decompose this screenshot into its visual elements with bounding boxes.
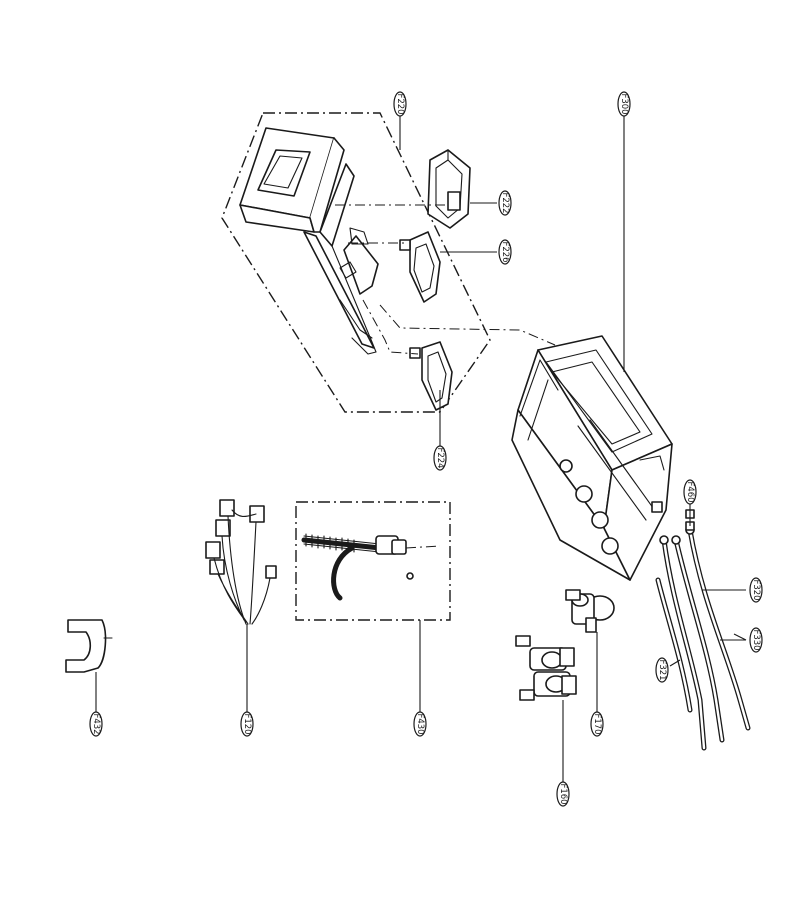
callout-f226: F226 [498,239,512,265]
callout-label-f222: F222 [500,192,510,213]
part-f120-wire-harness [205,499,277,625]
callout-label-f300: F300 [619,93,629,114]
callout-f321: F321 [655,657,669,683]
part-f432-bracket [65,619,113,673]
callout-label-f321: F321 [657,659,667,680]
part-f224-siphon [409,341,453,411]
callout-label-f220: F220 [395,93,405,114]
callout-label-f160: F160 [558,783,568,804]
callout-f320: F320 [749,577,763,603]
part-f300-dispenser-housing [511,335,673,581]
callout-label-f432: F432 [91,713,101,734]
part-f430-hose-group [295,501,451,621]
callout-f300: F300 [617,91,631,117]
f430-group-outline [295,501,451,621]
leader-lines [95,114,747,782]
callout-label-f330: F330 [751,629,761,650]
part-f226-siphon [399,231,441,303]
callout-f220: F220 [393,91,407,117]
callout-label-f460: F460 [685,481,695,502]
part-f170-valve [565,589,615,633]
detergent-drawer [239,127,379,355]
drawer-assembly-group [221,112,556,413]
callout-f432: F432 [89,711,103,737]
callout-label-f120: F120 [242,713,252,734]
callout-label-f226: F226 [500,241,510,262]
callout-f460: F460 [683,479,697,505]
callout-label-f430: F430 [415,713,425,734]
inlet-hoses [655,509,751,751]
callout-f430: F430 [413,711,427,737]
callout-label-f320: F320 [751,579,761,600]
callout-f160: F160 [556,781,570,807]
callout-f330: F330 [749,627,763,653]
callout-f170: F170 [590,711,604,737]
callout-label-f224: F224 [435,447,445,468]
part-f160-double-valve [515,635,577,701]
callout-f120: F120 [240,711,254,737]
part-f222-cap [427,149,471,229]
callout-label-f170: F170 [592,713,602,734]
callout-f222: F222 [498,190,512,216]
callout-f224: F224 [433,445,447,471]
